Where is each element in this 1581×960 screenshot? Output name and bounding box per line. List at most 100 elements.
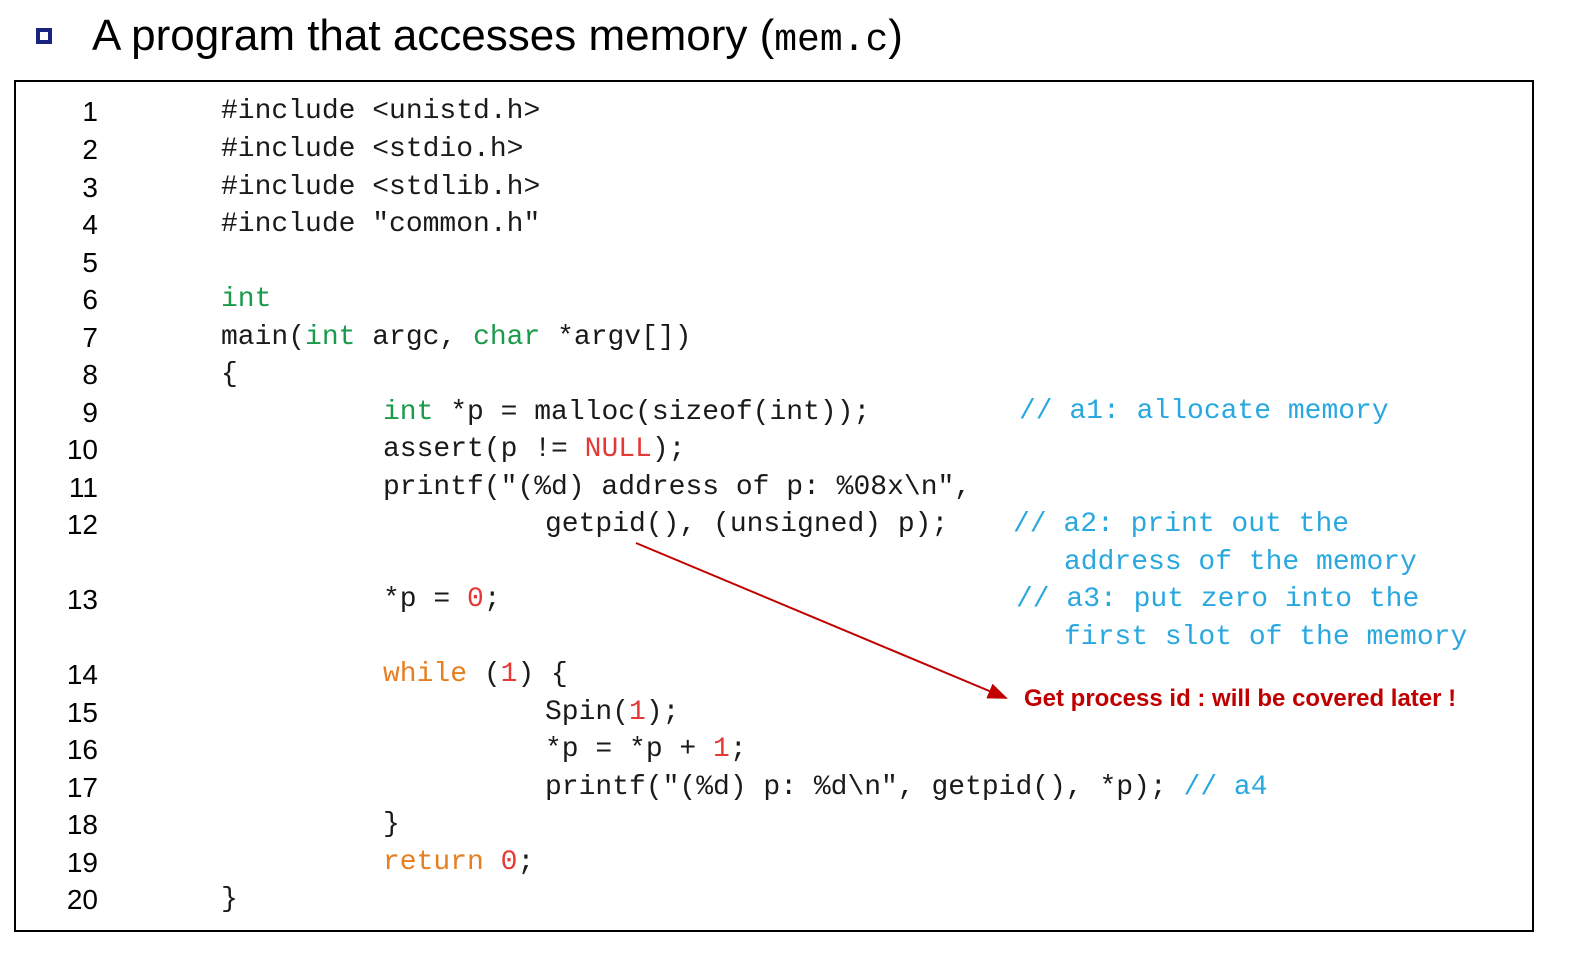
code-text: int [221,281,271,319]
code-text: while (1) { [383,656,568,694]
code-line: 17 printf("(%d) p: %d\n", getpid(), *p); … [16,769,1532,807]
line-number: 15 [66,697,98,728]
code-text: } [383,806,400,844]
code-token: ; [729,734,747,765]
code-token: NULL [584,434,652,465]
code-line: 7 main(int argc, char *argv[]) [16,319,1532,357]
code-text: #include <stdlib.h> [221,169,540,207]
code-token: argc, [355,322,474,353]
code-token: ) { [517,659,568,690]
code-token: 0 [467,584,484,615]
title-close: ) [888,10,903,60]
code-token: ( [467,659,501,690]
code-token: } [383,809,400,840]
code-text: getpid(), (unsigned) p); [545,506,948,544]
line-number: 13 [66,584,98,615]
slide-heading: A program that accesses memory (mem.c) [36,4,903,68]
code-token: int [383,397,434,428]
code-token: #include <unistd.h> [221,96,541,127]
code-token: *argv[]) [540,322,692,353]
code-text: #include <unistd.h> [221,93,540,131]
code-token: *p = [383,584,468,615]
code-token: getpid(), (unsigned) p); [545,509,949,540]
line-number: 12 [66,509,98,540]
line-number: 2 [82,134,98,165]
code-token: int [305,322,356,353]
code-line: 8{ [16,356,1532,394]
code-token: return [383,847,484,878]
code-text: main(int argc, char *argv[]) [221,319,692,357]
code-token: 1 [500,659,518,690]
code-text: printf("(%d) p: %d\n", getpid(), *p); //… [545,769,1268,807]
code-line: 20} [16,881,1532,919]
line-number: 18 [66,809,98,840]
code-line: 14 while (1) { [16,656,1532,694]
code-text: { [221,356,238,394]
code-line: 3#include <stdlib.h> [16,169,1532,207]
code-token: #include "common.h" [221,209,541,240]
line-number: 9 [82,397,98,428]
code-token: { [221,359,238,390]
code-token: printf("(%d) p: %d\n", getpid(), *p); [545,772,1184,803]
code-token: *p = malloc(sizeof(int)); [433,397,871,428]
code-token: while [383,659,468,690]
comment-a3-line1: // a3: put zero into the [1016,584,1420,615]
code-comment: // a4 [1183,772,1268,803]
line-number: 1 [82,96,98,127]
code-token: int [221,284,272,315]
code-token: main( [221,322,306,353]
code-token: assert(p != [383,434,585,465]
line-number: 4 [82,209,98,240]
line-number: 6 [82,284,98,315]
annotation-note: Get process id : will be covered later ! [1024,685,1457,712]
code-line: 5 [16,244,1532,282]
code-line: 13 *p = 0; [16,581,1532,619]
code-token: #include <stdlib.h> [221,172,541,203]
line-number: 7 [82,322,98,353]
code-text: *p = *p + 1; [545,731,747,769]
code-line: 1 #include <unistd.h> [16,93,1532,131]
code-token: ; [483,584,501,615]
line-number: 14 [66,659,98,690]
code-text: int *p = malloc(sizeof(int)); [383,394,870,432]
line-number: 16 [66,734,98,765]
code-line: 9 int *p = malloc(sizeof(int)); [16,394,1532,432]
code-text: } [221,881,238,919]
line-number: 17 [66,772,98,803]
title-filename: mem.c [774,18,889,62]
code-text: assert(p != NULL); [383,431,685,469]
code-line: 4 #include "common.h" [16,206,1532,244]
code-token: ); [651,434,686,465]
line-number: 20 [66,884,98,915]
code-token: 0 [500,847,518,878]
code-token: 1 [713,734,730,765]
code-text: #include "common.h" [221,206,540,244]
code-line: 15 Spin(1); [16,694,1532,732]
code-token: Spin( [545,697,630,728]
line-number: 10 [66,434,98,465]
comment-a2-line2: address of the memory [1064,547,1417,578]
code-listing: 1 #include <unistd.h> 2 #include <stdio.h> 3… [14,80,1534,932]
code-token: ); [645,697,680,728]
code-token: ; [517,847,535,878]
code-line: 6 int [16,281,1532,319]
code-text: Spin(1); [545,694,679,732]
line-number: 8 [82,359,98,390]
code-text: #include <stdio.h> [221,131,523,169]
code-token: printf("(%d) address of p: %08x\n", [383,472,972,503]
code-token [484,847,501,878]
square-bullet-icon [36,28,52,44]
code-token: char [473,322,541,353]
code-line: 2 #include <stdio.h> [16,131,1532,169]
code-line: 12 getpid(), (unsigned) p); [16,506,1532,544]
code-line: 10 assert(p != NULL); [16,431,1532,469]
code-token: } [221,884,238,915]
code-token: 1 [629,697,646,728]
slide-title: A program that accesses memory (mem.c) [92,11,903,62]
code-line: 18} [16,806,1532,844]
code-token: #include <stdio.h> [221,134,524,165]
code-line: 16 *p = *p + 1; [16,731,1532,769]
code-text: return 0; [383,844,534,882]
